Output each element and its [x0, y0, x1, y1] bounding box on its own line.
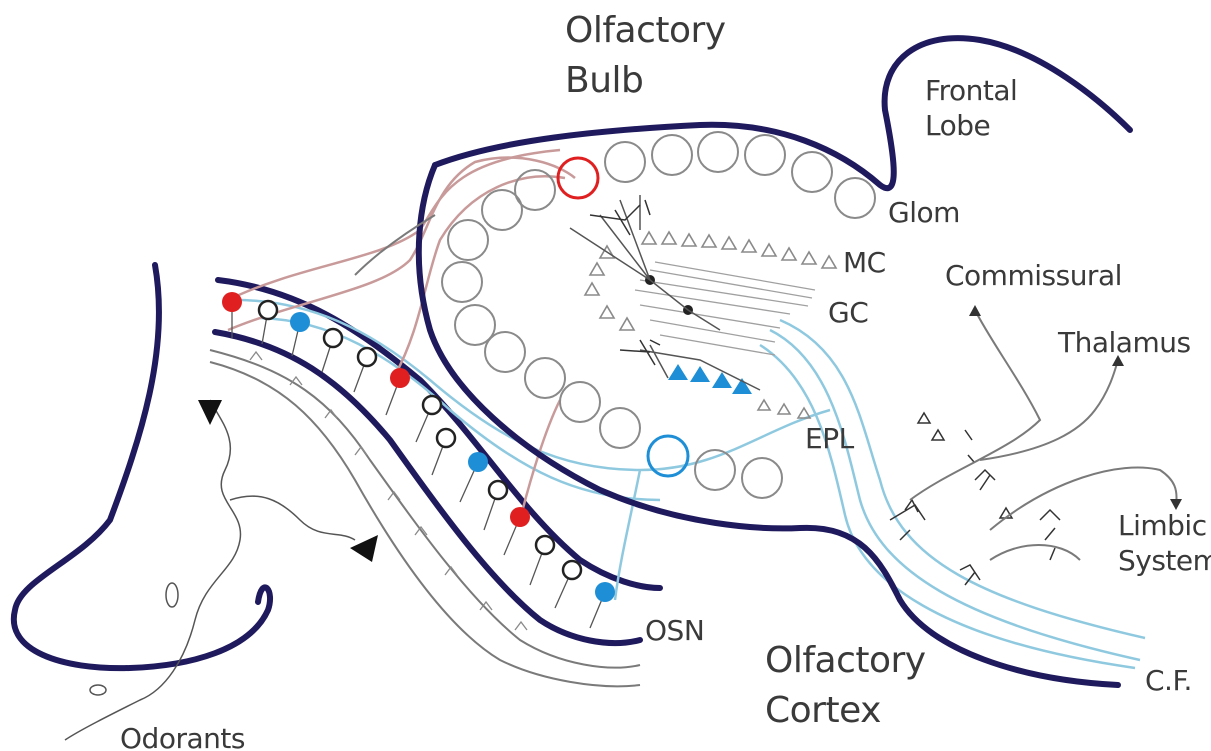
- olfactory-bulb-label-2: Bulb: [565, 60, 643, 101]
- osn-label: OSN: [645, 614, 704, 647]
- receptor-red: [510, 507, 530, 527]
- receptor-open: [489, 481, 507, 499]
- receptor-open: [563, 561, 581, 579]
- gc-label: GC: [828, 296, 868, 329]
- mitral-dendrite-glyph: [590, 200, 650, 235]
- mitral-cell: [762, 244, 776, 256]
- glomerulus: [448, 220, 488, 260]
- glomerulus: [485, 332, 525, 372]
- receptor-red: [222, 292, 242, 312]
- odorant-loop: [90, 685, 106, 695]
- mitral-cell: [682, 234, 696, 246]
- mitral-cell: [702, 235, 716, 247]
- mitral-cell: [620, 318, 634, 330]
- glomerulus: [442, 262, 482, 302]
- basal-cells: [250, 352, 527, 630]
- glomerulus: [560, 382, 600, 422]
- commissural-projection: [910, 310, 1040, 500]
- frontal-lobe-label-2: Lobe: [925, 109, 990, 142]
- olfactory-cortex-label-1: Olfactory: [765, 640, 926, 681]
- odorants-label: Odorants: [120, 722, 245, 751]
- cyan-tract-1: [780, 320, 1145, 638]
- pink-axon-pathway-1: [228, 150, 560, 300]
- glomerulus: [652, 135, 692, 175]
- commissural-label: Commissural: [945, 259, 1122, 292]
- epl-cell: [778, 404, 790, 414]
- mitral-cell: [600, 306, 614, 318]
- receptor-open: [259, 301, 277, 319]
- limbic-projection-2: [990, 545, 1080, 560]
- glomerulus: [745, 135, 785, 175]
- cyan-tract-2: [770, 330, 1140, 660]
- epl-label: EPL: [805, 422, 855, 455]
- epl-cells: [758, 400, 810, 418]
- mitral-cell: [802, 252, 816, 264]
- cortex-cell: [918, 413, 930, 423]
- cyan-tract-3: [760, 345, 1135, 668]
- mitral-cell: [585, 283, 599, 295]
- glom-label: Glom: [888, 196, 960, 229]
- mitral-cell: [642, 232, 656, 244]
- cf-label: C.F.: [1145, 664, 1192, 697]
- glomerulus: [698, 132, 738, 172]
- limbic-system-label-2: System: [1118, 544, 1211, 577]
- osn-receptor-circles: [222, 292, 615, 602]
- thalamus-projection: [980, 360, 1118, 460]
- arrowhead: [969, 305, 981, 316]
- receptor-open: [324, 329, 342, 347]
- dendrite-lines: [570, 195, 760, 390]
- receptor-blue: [468, 452, 488, 472]
- olfactory-cortex-label-2: Cortex: [765, 690, 881, 731]
- receptor-blue: [290, 312, 310, 332]
- receptor-open: [536, 536, 554, 554]
- epl-cell: [758, 400, 770, 410]
- mitral-cell-blue: [690, 366, 710, 382]
- mitral-cell: [662, 232, 676, 244]
- mitral-cell: [822, 256, 836, 268]
- epl-cell: [798, 408, 810, 418]
- receptor-open: [423, 396, 441, 414]
- mitral-cell: [742, 240, 756, 252]
- receptor-red: [390, 368, 410, 388]
- thalamus-label: Thalamus: [1057, 326, 1191, 359]
- mitral-cell: [722, 237, 736, 249]
- receptor-open: [437, 429, 455, 447]
- glomerulus: [605, 142, 645, 182]
- mc-label: MC: [843, 246, 886, 279]
- mitral-cell-blue: [668, 364, 688, 380]
- receptor-open: [358, 348, 376, 366]
- glomerulus: [835, 178, 875, 218]
- mitral-cell: [590, 263, 604, 275]
- cyan-pathway-2: [260, 318, 660, 500]
- odorant-squiggle-2: [230, 496, 355, 540]
- glomerulus: [742, 458, 782, 498]
- receptor-blue: [595, 582, 615, 602]
- limbic-system-label-1: Limbic: [1118, 509, 1207, 542]
- glomerulus-blue: [648, 436, 688, 476]
- odorant-loop: [166, 583, 178, 607]
- glomerulus: [600, 408, 640, 448]
- frontal-lobe-label-1: Frontal: [925, 74, 1017, 107]
- glomerulus: [525, 358, 565, 398]
- odorant-arrow: [198, 400, 222, 425]
- olfactory-bulb-label-1: Olfactory: [565, 10, 726, 51]
- cortex-cell: [932, 430, 944, 440]
- glomerulus: [792, 152, 832, 192]
- odorant-squiggle: [65, 400, 240, 740]
- mitral-cell: [782, 248, 796, 260]
